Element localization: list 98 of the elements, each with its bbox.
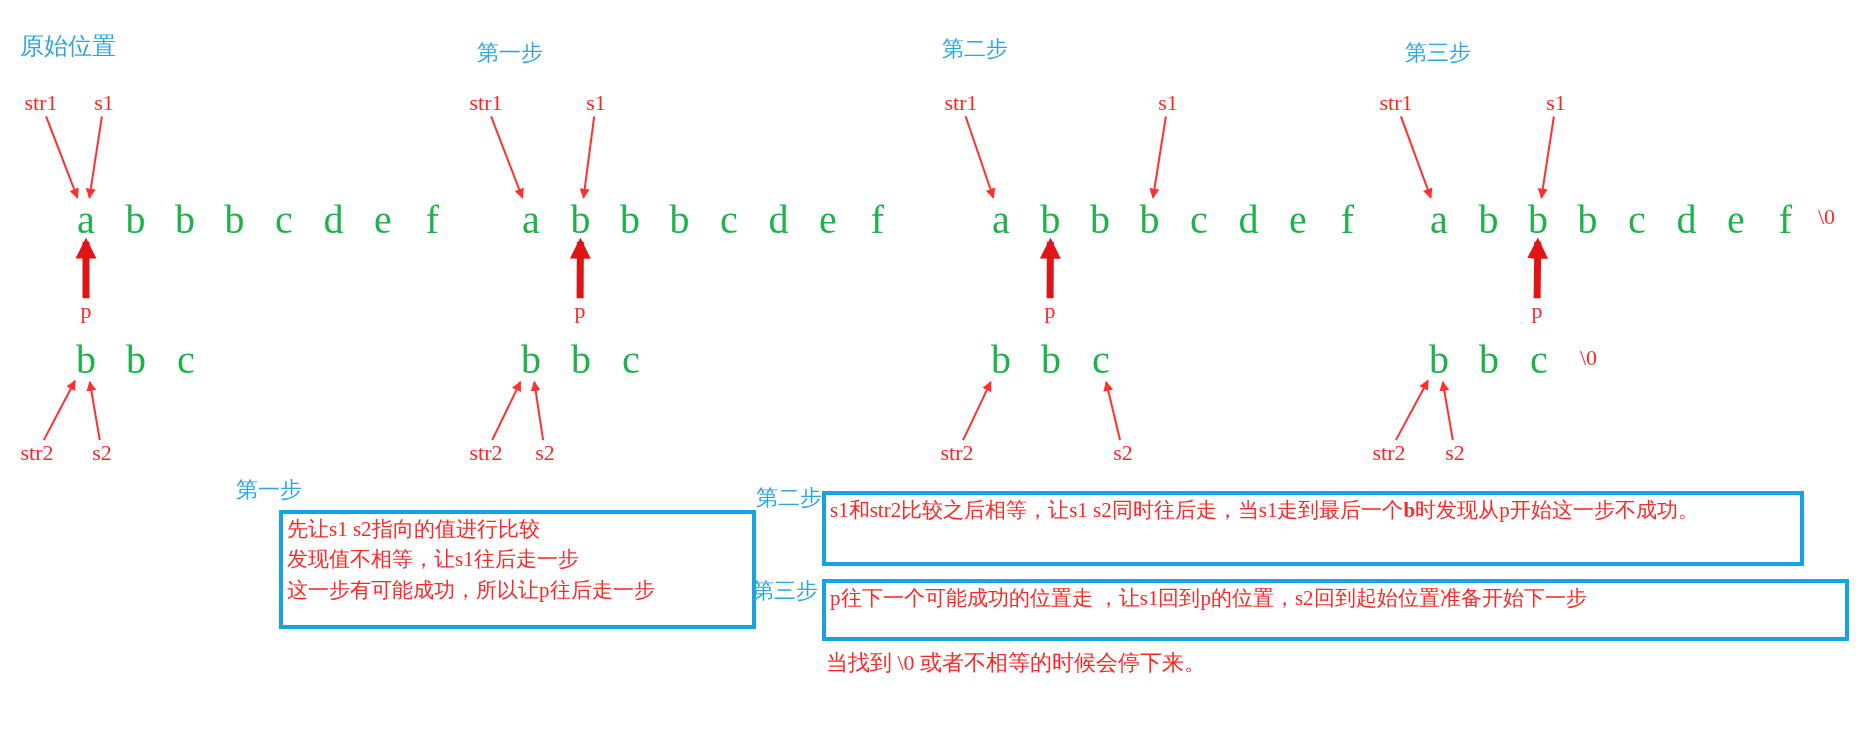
character-label: b: [175, 200, 195, 240]
note-text: 发现值不相等，让s1往后走一步: [286, 546, 580, 574]
pointer-label: s2: [1445, 442, 1465, 464]
character-label: e: [1289, 200, 1307, 240]
pointer-label: str2: [940, 442, 974, 464]
character-label: d: [1676, 200, 1697, 240]
pointer-label: str1: [944, 92, 978, 114]
pointer-label: p: [574, 300, 586, 322]
character-label: b: [1478, 200, 1499, 240]
pointer-label: s2: [92, 442, 112, 464]
terminator-label: \0: [1580, 347, 1598, 369]
arrow: [45, 115, 79, 199]
character-label: d: [768, 200, 789, 240]
note-text: 这一步有可能成功，所以让p往后走一步: [286, 576, 656, 604]
character-label: d: [323, 200, 344, 240]
arrow: [1149, 115, 1167, 199]
character-label: c: [1530, 340, 1548, 380]
character-label: b: [1429, 340, 1449, 380]
character-label: c: [1190, 200, 1208, 240]
pointer-label: s1: [94, 92, 114, 114]
character-label: f: [1778, 200, 1793, 240]
thick-arrow: [569, 237, 591, 299]
arrow: [1439, 380, 1454, 442]
arrow: [530, 380, 545, 442]
character-label: b: [1139, 200, 1160, 240]
pointer-label: s1: [586, 92, 606, 114]
character-label: b: [620, 200, 640, 240]
arrow: [86, 380, 101, 442]
pointer-label: s2: [1113, 442, 1133, 464]
character-label: c: [1628, 200, 1646, 240]
character-label: f: [1340, 200, 1355, 240]
thick-arrow: [75, 237, 97, 299]
character-label: b: [224, 200, 245, 240]
character-label: b: [1528, 200, 1548, 240]
character-label: d: [1238, 200, 1259, 240]
arrow: [964, 115, 996, 199]
panel-title: 第一步: [477, 42, 543, 64]
character-label: b: [126, 340, 146, 380]
pointer-label: str2: [20, 442, 54, 464]
character-label: c: [720, 200, 738, 240]
pointer-label: p: [80, 300, 92, 322]
character-label: b: [1041, 340, 1061, 380]
character-label: c: [177, 340, 195, 380]
character-label: b: [991, 340, 1011, 380]
character-label: b: [1479, 340, 1499, 380]
note-text: 先让s1 s2指向的值进行比较: [286, 516, 541, 543]
pointer-label: str1: [469, 92, 503, 114]
character-label: b: [1577, 200, 1598, 240]
character-label: e: [374, 200, 392, 240]
character-label: c: [1092, 340, 1110, 380]
character-label: a: [77, 200, 95, 240]
character-label: a: [522, 200, 540, 240]
character-label: f: [425, 200, 440, 240]
step-heading: 第一步: [236, 479, 302, 501]
arrow: [579, 115, 596, 199]
arrow: [490, 115, 524, 199]
character-label: b: [669, 200, 690, 240]
arrow: [85, 115, 103, 199]
character-label: b: [571, 340, 591, 380]
character-label: b: [1040, 200, 1061, 240]
arrow: [1394, 379, 1429, 442]
terminator-label: \0: [1818, 206, 1836, 228]
pointer-label: str1: [24, 92, 58, 114]
pointer-label: str2: [469, 442, 503, 464]
pointer-label: s1: [1546, 92, 1566, 114]
panel-title: 第二步: [942, 38, 1008, 60]
character-label: a: [992, 200, 1010, 240]
panel-title: 第三步: [1405, 42, 1471, 64]
pointer-label: s1: [1158, 92, 1178, 114]
pointer-label: p: [1044, 300, 1056, 322]
note-text: p往下一个可能成功的位置走 ，让s1回到p的位置，s2回到起始位置准备开始下一步: [829, 585, 1588, 612]
arrow: [1399, 115, 1433, 199]
arrow: [962, 380, 992, 442]
character-label: c: [622, 340, 640, 380]
character-label: e: [1727, 200, 1745, 240]
character-label: c: [275, 200, 293, 240]
arrow: [42, 379, 76, 442]
panel-title: 原始位置: [20, 34, 116, 58]
pointer-label: str1: [1379, 92, 1413, 114]
character-label: b: [1090, 200, 1110, 240]
character-label: e: [819, 200, 837, 240]
character-label: b: [570, 200, 591, 240]
step-heading: 第二步: [756, 487, 822, 509]
character-label: a: [1430, 200, 1448, 240]
arrow: [1103, 380, 1121, 442]
arrow: [491, 380, 522, 442]
character-label: f: [870, 200, 885, 240]
thick-arrow: [1039, 237, 1061, 299]
note-text: s1和str2比较之后相等，让s1 s2同时往后走，当s1走到最后一个b时发现从p开始这一步不成功。: [829, 497, 1700, 524]
note-text: 当找到 \0 或者不相等的时候会停下来。: [826, 652, 1207, 674]
pointer-label: s2: [535, 442, 555, 464]
arrow: [1537, 115, 1555, 199]
thick-arrow: [1527, 237, 1549, 299]
character-label: b: [125, 200, 146, 240]
character-label: b: [521, 340, 541, 380]
character-label: b: [76, 340, 96, 380]
pointer-label: str2: [1372, 442, 1406, 464]
pointer-label: p: [1531, 300, 1543, 322]
